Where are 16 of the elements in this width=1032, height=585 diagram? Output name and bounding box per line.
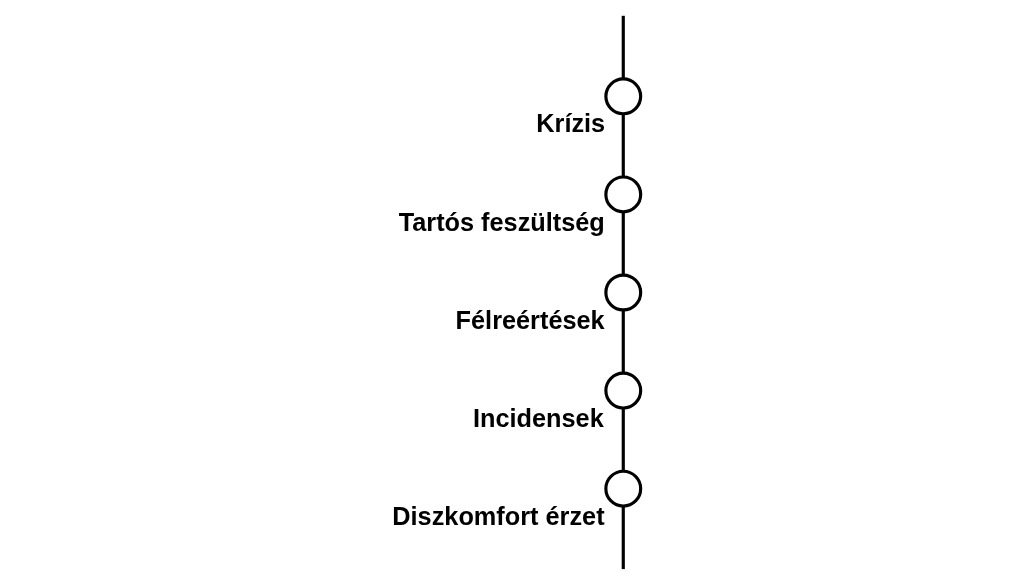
node-circle bbox=[603, 77, 642, 116]
node-label: Diszkomfort érzet bbox=[391, 501, 605, 530]
node-circle bbox=[603, 469, 642, 508]
connector bbox=[621, 506, 625, 570]
node-label: Incidensek bbox=[472, 403, 604, 432]
connector bbox=[621, 211, 625, 275]
connector bbox=[621, 15, 625, 79]
node-label: Krízis bbox=[535, 109, 605, 138]
node-circle bbox=[603, 175, 642, 214]
connector bbox=[621, 309, 625, 373]
node-label: Félreértések bbox=[455, 305, 605, 334]
node-label: Tartós feszültség bbox=[398, 207, 605, 236]
connector bbox=[621, 113, 625, 177]
node-circle bbox=[603, 371, 642, 410]
node-circle bbox=[603, 273, 642, 312]
connector bbox=[621, 408, 625, 471]
